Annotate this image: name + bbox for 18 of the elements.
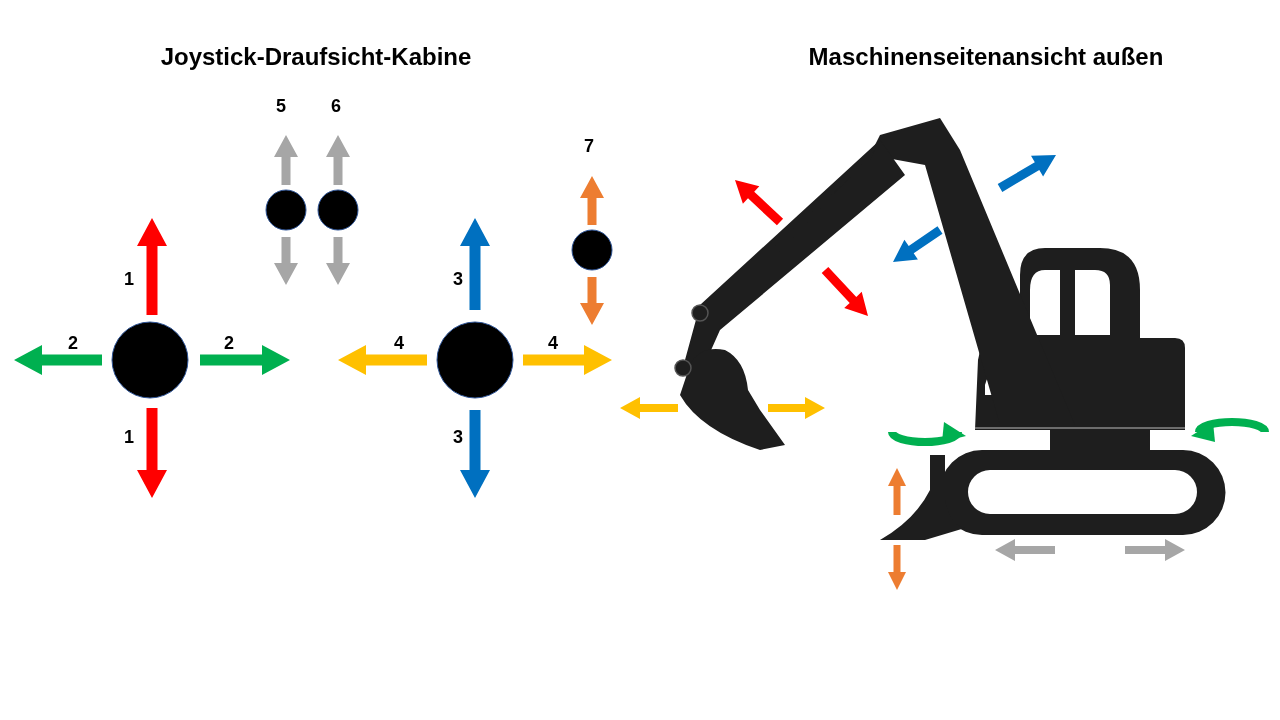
joystick-knob — [571, 229, 613, 271]
joystick-knob — [111, 321, 189, 399]
callout-number: 1 — [124, 428, 134, 446]
callout-number: 3 — [453, 428, 463, 446]
callout-number: 4 — [394, 334, 404, 352]
view-heading: Maschinenseitenansicht außen — [808, 45, 1164, 69]
joystick-knob — [265, 189, 307, 231]
callout-number: 2 — [224, 334, 234, 352]
callout-number: 2 — [68, 334, 78, 352]
view-heading: Joystick-Draufsicht-Kabine — [160, 45, 472, 69]
callout-number: 4 — [548, 334, 558, 352]
callout-number: 7 — [584, 137, 594, 155]
callout-number: 5 — [276, 97, 286, 115]
callout-number: 1 — [124, 270, 134, 288]
joystick-knob — [317, 189, 359, 231]
joystick-knob — [436, 321, 514, 399]
callout-number: 6 — [331, 97, 341, 115]
callout-number: 3 — [453, 270, 463, 288]
